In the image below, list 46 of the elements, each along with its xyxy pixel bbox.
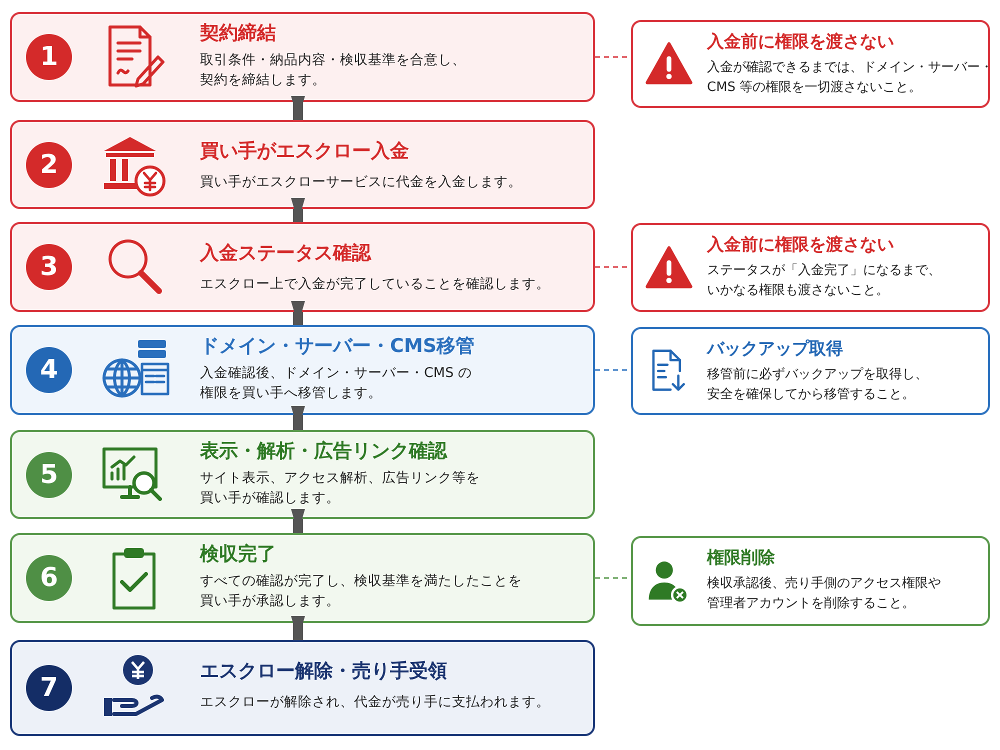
step-description: 入金確認後、ドメイン・サーバー・CMS の権限を買い手へ移管します。 — [200, 364, 472, 404]
step-title: エスクロー解除・売り手受領 — [200, 659, 447, 684]
arrow — [291, 406, 305, 430]
step-description: すべての確認が完了し、検収基準を満たしたことを買い手が承認します。 — [200, 572, 523, 612]
arrow — [291, 616, 305, 640]
step-description: 買い手がエスクローサービスに代金を入金します。 — [200, 173, 523, 192]
step-box — [10, 640, 595, 736]
note-text: ステータスが「入金完了」になるまで、いかなる権限も渡さないこと。 — [707, 262, 942, 300]
number-badge: 7 — [26, 665, 72, 711]
step-title: ドメイン・サーバー・CMS移管 — [200, 334, 475, 359]
step-description: サイト表示、アクセス解析、広告リンク等を買い手が確認します。 — [200, 469, 481, 508]
note-title: 入金前に権限を渡さない — [707, 234, 894, 256]
step-description: エスクローが解除され、代金が売り手に支払われます。 — [200, 693, 551, 712]
number-badge: 4 — [26, 347, 72, 393]
note-text: 入金が確認できるまでは、ドメイン・サーバー・CMS 等の権限を一切渡さないこと。 — [707, 59, 994, 96]
step-title: 表示・解析・広告リンク確認 — [200, 439, 447, 464]
arrow — [291, 509, 305, 533]
note-box — [631, 20, 990, 108]
step-description: 取引条件・納品内容・検収基準を合意し、契約を締結します。 — [200, 51, 467, 90]
step-description: エスクロー上で入金が完了していることを確認します。 — [200, 275, 551, 294]
note-box — [631, 223, 990, 312]
step-box — [10, 12, 595, 102]
note-box — [631, 536, 990, 626]
step-box — [10, 430, 595, 519]
step-box — [10, 533, 595, 623]
number-badge: 5 — [26, 452, 72, 498]
step-box — [10, 222, 595, 312]
step-title: 入金ステータス確認 — [200, 241, 371, 266]
note-title: バックアップ取得 — [707, 338, 843, 360]
note-box — [631, 327, 990, 415]
note-text: 移管前に必ずバックアップを取得し、安全を確保してから移管すること。 — [707, 366, 929, 404]
note-title: 権限削除 — [707, 547, 775, 569]
step-box — [10, 120, 595, 209]
step-box — [10, 325, 595, 415]
arrow — [291, 198, 305, 222]
number-badge: 6 — [26, 555, 72, 601]
step-title: 検収完了 — [200, 542, 276, 567]
number-badge: 2 — [26, 142, 72, 188]
number-badge: 1 — [26, 34, 72, 80]
arrow — [291, 301, 305, 325]
number-badge: 3 — [26, 244, 72, 290]
note-text: 検収承認後、売り手側のアクセス権限や管理者アカウントを削除すること。 — [707, 575, 942, 612]
note-title: 入金前に権限を渡さない — [707, 31, 894, 53]
step-title: 契約締結 — [200, 21, 276, 46]
arrow — [291, 96, 305, 120]
step-title: 買い手がエスクロー入金 — [200, 139, 409, 164]
